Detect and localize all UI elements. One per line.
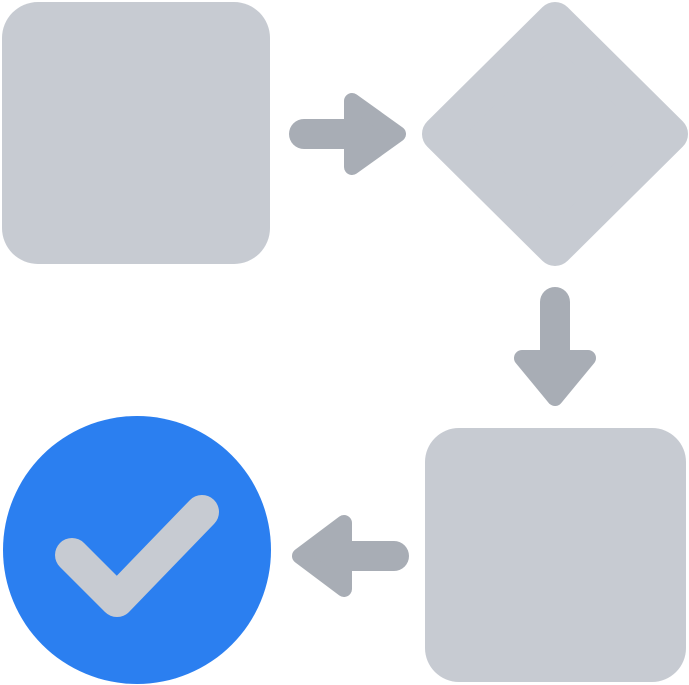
arrow-down-connector bbox=[514, 287, 596, 406]
arrow-left-connector bbox=[292, 515, 409, 597]
step-node bbox=[425, 428, 686, 682]
done-node bbox=[3, 416, 271, 684]
arrow-right-connector bbox=[289, 93, 406, 175]
done-circle bbox=[3, 416, 271, 684]
check-icon bbox=[55, 495, 219, 617]
start-node bbox=[2, 2, 270, 264]
decision-node bbox=[422, 2, 688, 266]
